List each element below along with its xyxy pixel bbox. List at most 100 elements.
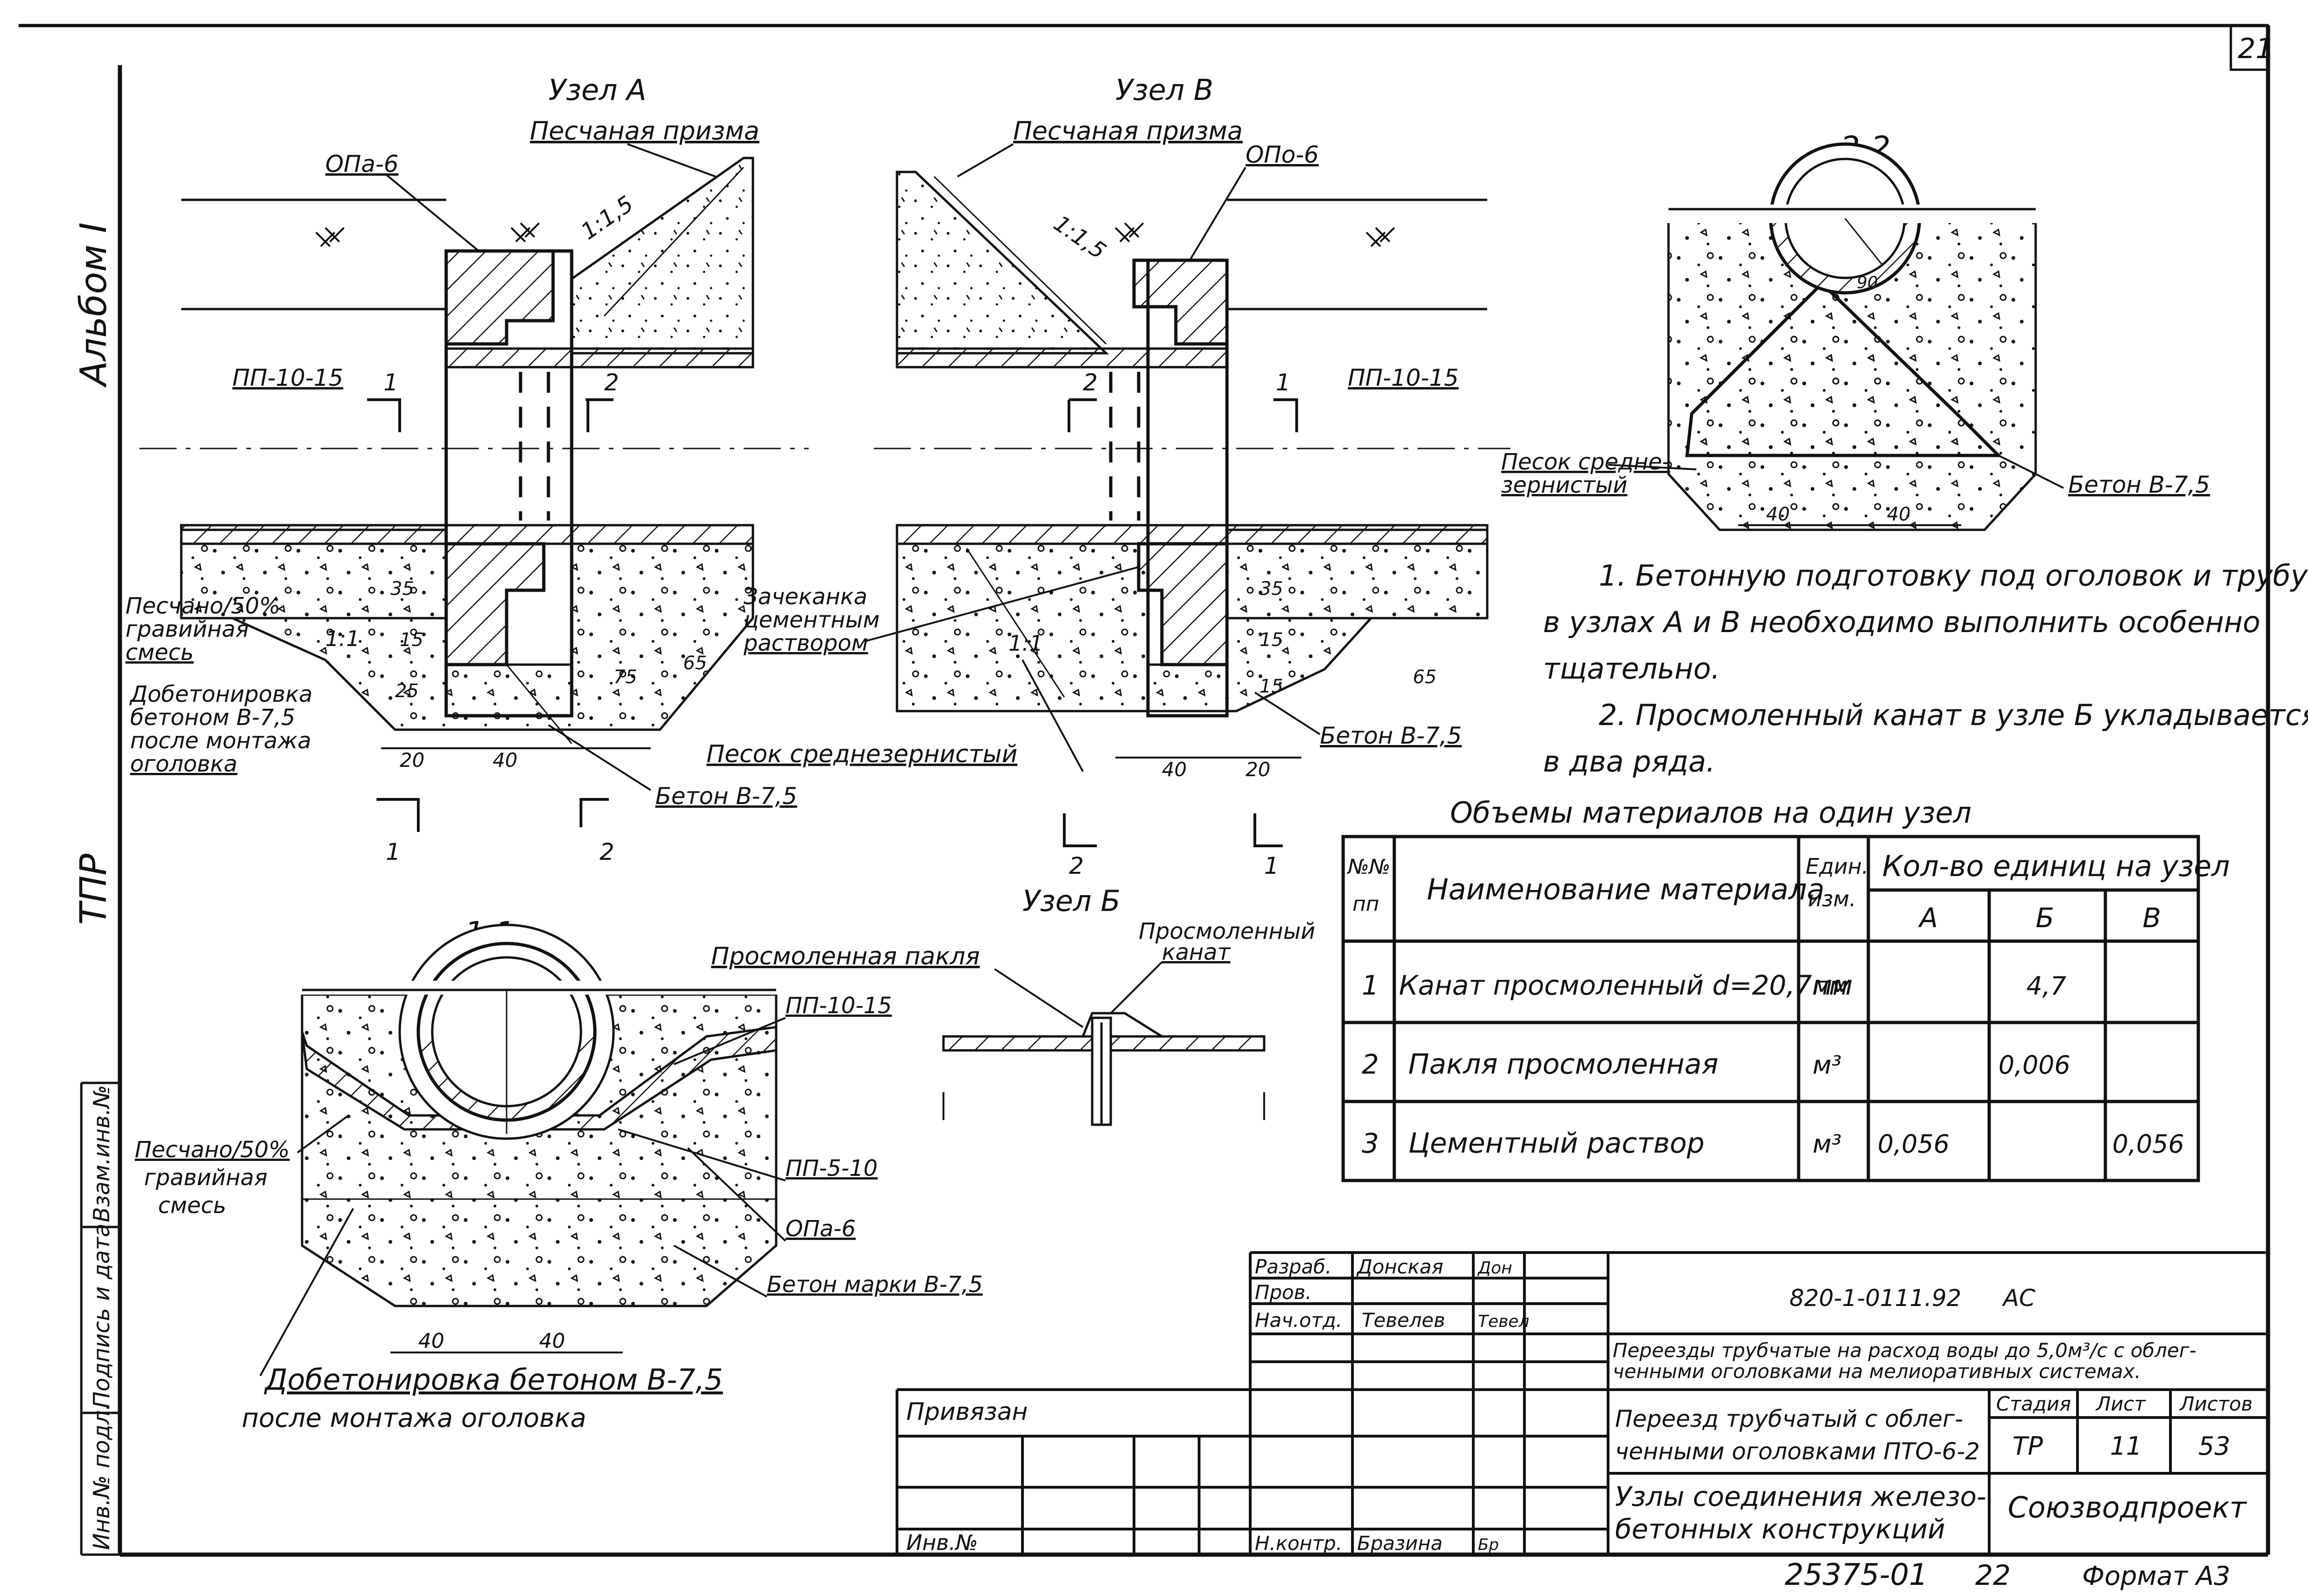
tb-subject-1: Переезды трубчатые на расход воды до 5,0… xyxy=(1613,1339,2196,1362)
tb-name-3: Тевелев xyxy=(1362,1309,1445,1332)
node-a-slope-small: 1:1 xyxy=(325,626,360,651)
node-a-concreting-2: бетоном В-7,5 xyxy=(130,705,295,731)
section-2-2-sand-2: зернистый xyxy=(1501,472,1628,498)
node-a-dim-1: 35 xyxy=(390,578,414,600)
node-a-sand-gravel-2: гравийная xyxy=(125,616,249,642)
tb-org: Союзводпроект xyxy=(2008,1490,2247,1524)
node-b-dim-3: 15 xyxy=(1260,676,1283,697)
tb-sheets-label: Листов xyxy=(2179,1392,2253,1415)
tb-inv-no: Инв.№ xyxy=(906,1530,978,1555)
row-1-b: 4,7 xyxy=(2026,971,2066,1001)
node-b6-rope-1: Просмоленный xyxy=(1139,918,1315,944)
bottom-number: 25375-01 xyxy=(1785,1558,1928,1592)
section-1-1-pipe: ПП-10-15 xyxy=(785,993,892,1019)
th-col-c: В xyxy=(2143,902,2161,934)
section-1-1-slab: ПП-5-10 xyxy=(785,1155,877,1181)
node-b-caulking-1: Зачеканка xyxy=(744,584,867,610)
section-1-1-drawing: 1-1 ПП-10-15 Песчано/50% гравийная смесь… xyxy=(135,915,983,1433)
row-3-unit: м³ xyxy=(1813,1129,1841,1159)
node-a-mark-1: 1 xyxy=(383,369,398,396)
section-2-2-angle: 90 xyxy=(1857,273,1878,292)
notes: 1. Бетонную подготовку под оголовок и тр… xyxy=(1543,559,2308,778)
bottom-format: Формат А3 xyxy=(2082,1561,2230,1591)
tb-role-3: Нач.отд. xyxy=(1255,1309,1342,1332)
section-1-1-sand-gravel-2: гравийная xyxy=(144,1165,267,1191)
row-2-b: 0,006 xyxy=(1998,1050,2071,1080)
th-unit-1: Един. xyxy=(1806,854,1868,879)
node-b-caulking-3: раствором xyxy=(743,630,868,656)
node-a-concreting-1: Добетонировка xyxy=(129,681,312,707)
node-b-dim-5: 40 xyxy=(1162,758,1187,781)
node-a-sand-gravel-1: Песчано/50% xyxy=(125,593,280,619)
node-a-dim-5: 65 xyxy=(683,653,707,674)
node-a-dim-7: 40 xyxy=(493,749,517,772)
row-3-c: 0,056 xyxy=(2112,1129,2184,1159)
tb-sheet-label: Лист xyxy=(2095,1392,2146,1415)
node-a-beton: Бетон В-7,5 xyxy=(655,783,797,810)
row-2-num: 2 xyxy=(1362,1049,1379,1080)
node-b-beton: Бетон В-7,5 xyxy=(1320,722,1462,749)
tb-sheet-title-2: бетонных конструкций xyxy=(1615,1513,1945,1545)
tb-role-1: Разраб. xyxy=(1255,1255,1332,1278)
sheet-frame xyxy=(19,24,2270,1557)
node-a-sand-prism: Песчаная призма xyxy=(530,116,759,145)
row-1-unit: пм xyxy=(1813,971,1848,1001)
row-1-name: Канат просмоленный d=20,7мм xyxy=(1399,969,1853,1001)
tb-sign-1: Дон xyxy=(1477,1259,1512,1278)
row-2-name: Пакля просмоленная xyxy=(1408,1048,1718,1081)
tb-name-8: Бразина xyxy=(1357,1532,1443,1555)
row-3-a: 0,056 xyxy=(1878,1129,1950,1159)
node-b-caulking-2: цементным xyxy=(744,607,880,633)
th-unit-2: изм. xyxy=(1808,886,1856,911)
note-line-4: 2. Просмоленный канат в узле Б укладывае… xyxy=(1599,698,2308,732)
node-b-sand-medium: Песок среднезернистый xyxy=(706,740,1017,768)
row-2-unit: м³ xyxy=(1813,1050,1841,1080)
row-3-name: Цементный раствор xyxy=(1408,1127,1704,1160)
row-1-num: 1 xyxy=(1362,969,1379,1001)
node-b-dim-6: 20 xyxy=(1246,758,1270,781)
row-3-num: 3 xyxy=(1362,1128,1379,1159)
node-a-mark-2: 2 xyxy=(604,369,619,396)
tb-privyazan: Привязан xyxy=(906,1398,1028,1426)
node-b-sand-prism: Песчаная призма xyxy=(1013,116,1243,145)
node-b6-tow: Просмоленная пакля xyxy=(711,943,980,970)
th-num-1: №№ xyxy=(1346,855,1391,879)
tb-code: 820-1-0111.92 xyxy=(1789,1285,1961,1312)
node-b-slope: 1:1,5 xyxy=(1049,210,1111,264)
tpr-label: ТПР xyxy=(73,854,115,925)
section-1-1-dim-2: 40 xyxy=(539,1329,565,1353)
node-b-slope-small: 1:1 xyxy=(1009,631,1043,656)
tb-role-2: Пров. xyxy=(1255,1281,1312,1304)
tb-drawing-title-2: ченными оголовками ПТО-6-2 xyxy=(1615,1438,1980,1465)
node-a-dim-6: 20 xyxy=(400,749,424,772)
node-a-dim-4: 75 xyxy=(613,666,637,688)
node-a-dim-2: 15 xyxy=(400,629,423,651)
node-a-sand-gravel-3: смесь xyxy=(125,640,194,666)
section-2-2-dim-1: 40 xyxy=(1766,504,1790,525)
section-1-1-concreting-1: Добетонировка бетоном В-7,5 xyxy=(264,1363,723,1397)
node-b6-drawing: Узел Б Просмоленная пакля Просмоленный к… xyxy=(711,884,1315,1126)
section-1-1-concreting-2: после монтажа оголовка xyxy=(242,1403,586,1433)
tb-sheet: 11 xyxy=(2110,1431,2142,1461)
side-labels: Альбом I ТПР Взам.инв.№ Подпись и дата И… xyxy=(73,222,115,1550)
node-b-mark-2: 1 xyxy=(1276,369,1291,396)
note-line-2: в узлах А и В необходимо выполнить особе… xyxy=(1543,605,2260,639)
tb-role-8: Н.контр. xyxy=(1255,1532,1342,1555)
section-1-1-dim-1: 40 xyxy=(418,1329,444,1353)
section-1-1-sand-gravel-1: Песчано/50% xyxy=(135,1137,290,1163)
th-num-2: пп xyxy=(1352,892,1379,916)
tb-stage: ТР xyxy=(2012,1431,2043,1461)
tb-code-suffix: АС xyxy=(2002,1285,2035,1312)
node-b-pipe: ПП-10-15 xyxy=(1348,364,1459,391)
vzam-inv-label: Взам.инв.№ xyxy=(89,1085,115,1222)
node-a-pipe: ПП-10-15 xyxy=(232,364,343,391)
node-a-concreting-4: оголовка xyxy=(130,751,237,777)
node-a-title: Узел А xyxy=(548,73,646,107)
title-block: Разраб. Донская Дон Пров. Нач.отд. Тевел… xyxy=(896,1251,2268,1555)
node-b-opa: ОПо-6 xyxy=(1246,141,1319,168)
th-col-a: А xyxy=(1918,902,1938,934)
node-b-mark-4: 1 xyxy=(1264,852,1279,879)
tb-drawing-title-1: Переезд трубчатый с облег- xyxy=(1615,1405,1963,1432)
node-a-mark-4: 2 xyxy=(600,838,614,865)
